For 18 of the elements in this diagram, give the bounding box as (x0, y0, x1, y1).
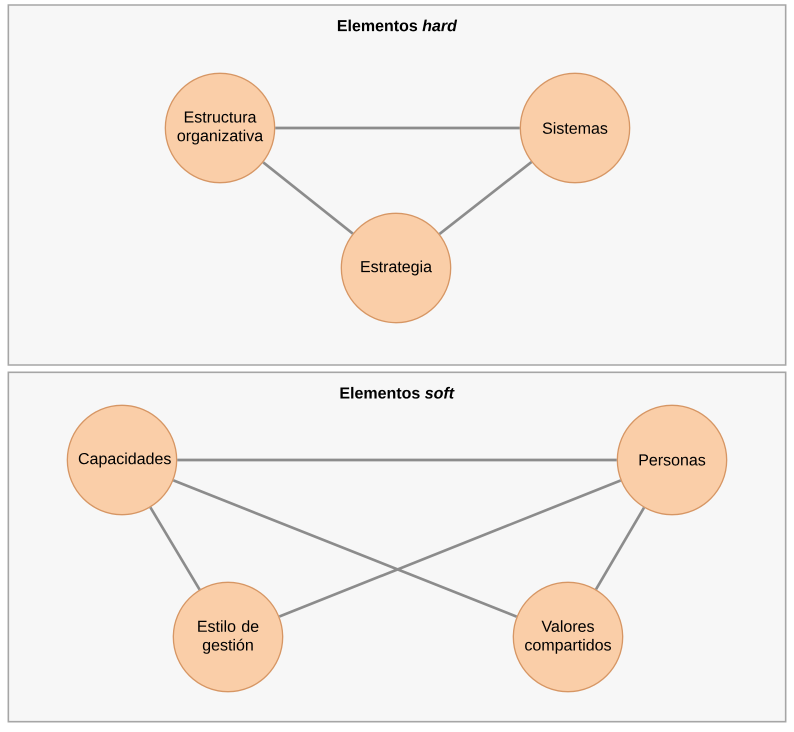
connector-line (438, 161, 532, 235)
connector-line (262, 161, 354, 235)
circle-node: Estrategia (340, 212, 452, 324)
circle-node: Estilo de gestión (172, 582, 284, 692)
circle-node: Estructura organizativa (164, 72, 276, 184)
panel (8, 4, 786, 366)
connector-line (594, 507, 646, 590)
circle-node: Valores compartidos (512, 582, 624, 692)
connector-line (278, 479, 622, 618)
circle-node: Sistemas (520, 72, 630, 184)
circle-node: Personas (616, 404, 728, 516)
panel-heading: Elementos soft (340, 386, 455, 399)
connector-line (149, 506, 201, 590)
circle-node: Capacidades (66, 404, 178, 516)
connector-line (275, 126, 520, 130)
panel-heading: Elementos hard (338, 20, 458, 32)
connector-line (172, 479, 518, 618)
connector-line (177, 458, 617, 462)
